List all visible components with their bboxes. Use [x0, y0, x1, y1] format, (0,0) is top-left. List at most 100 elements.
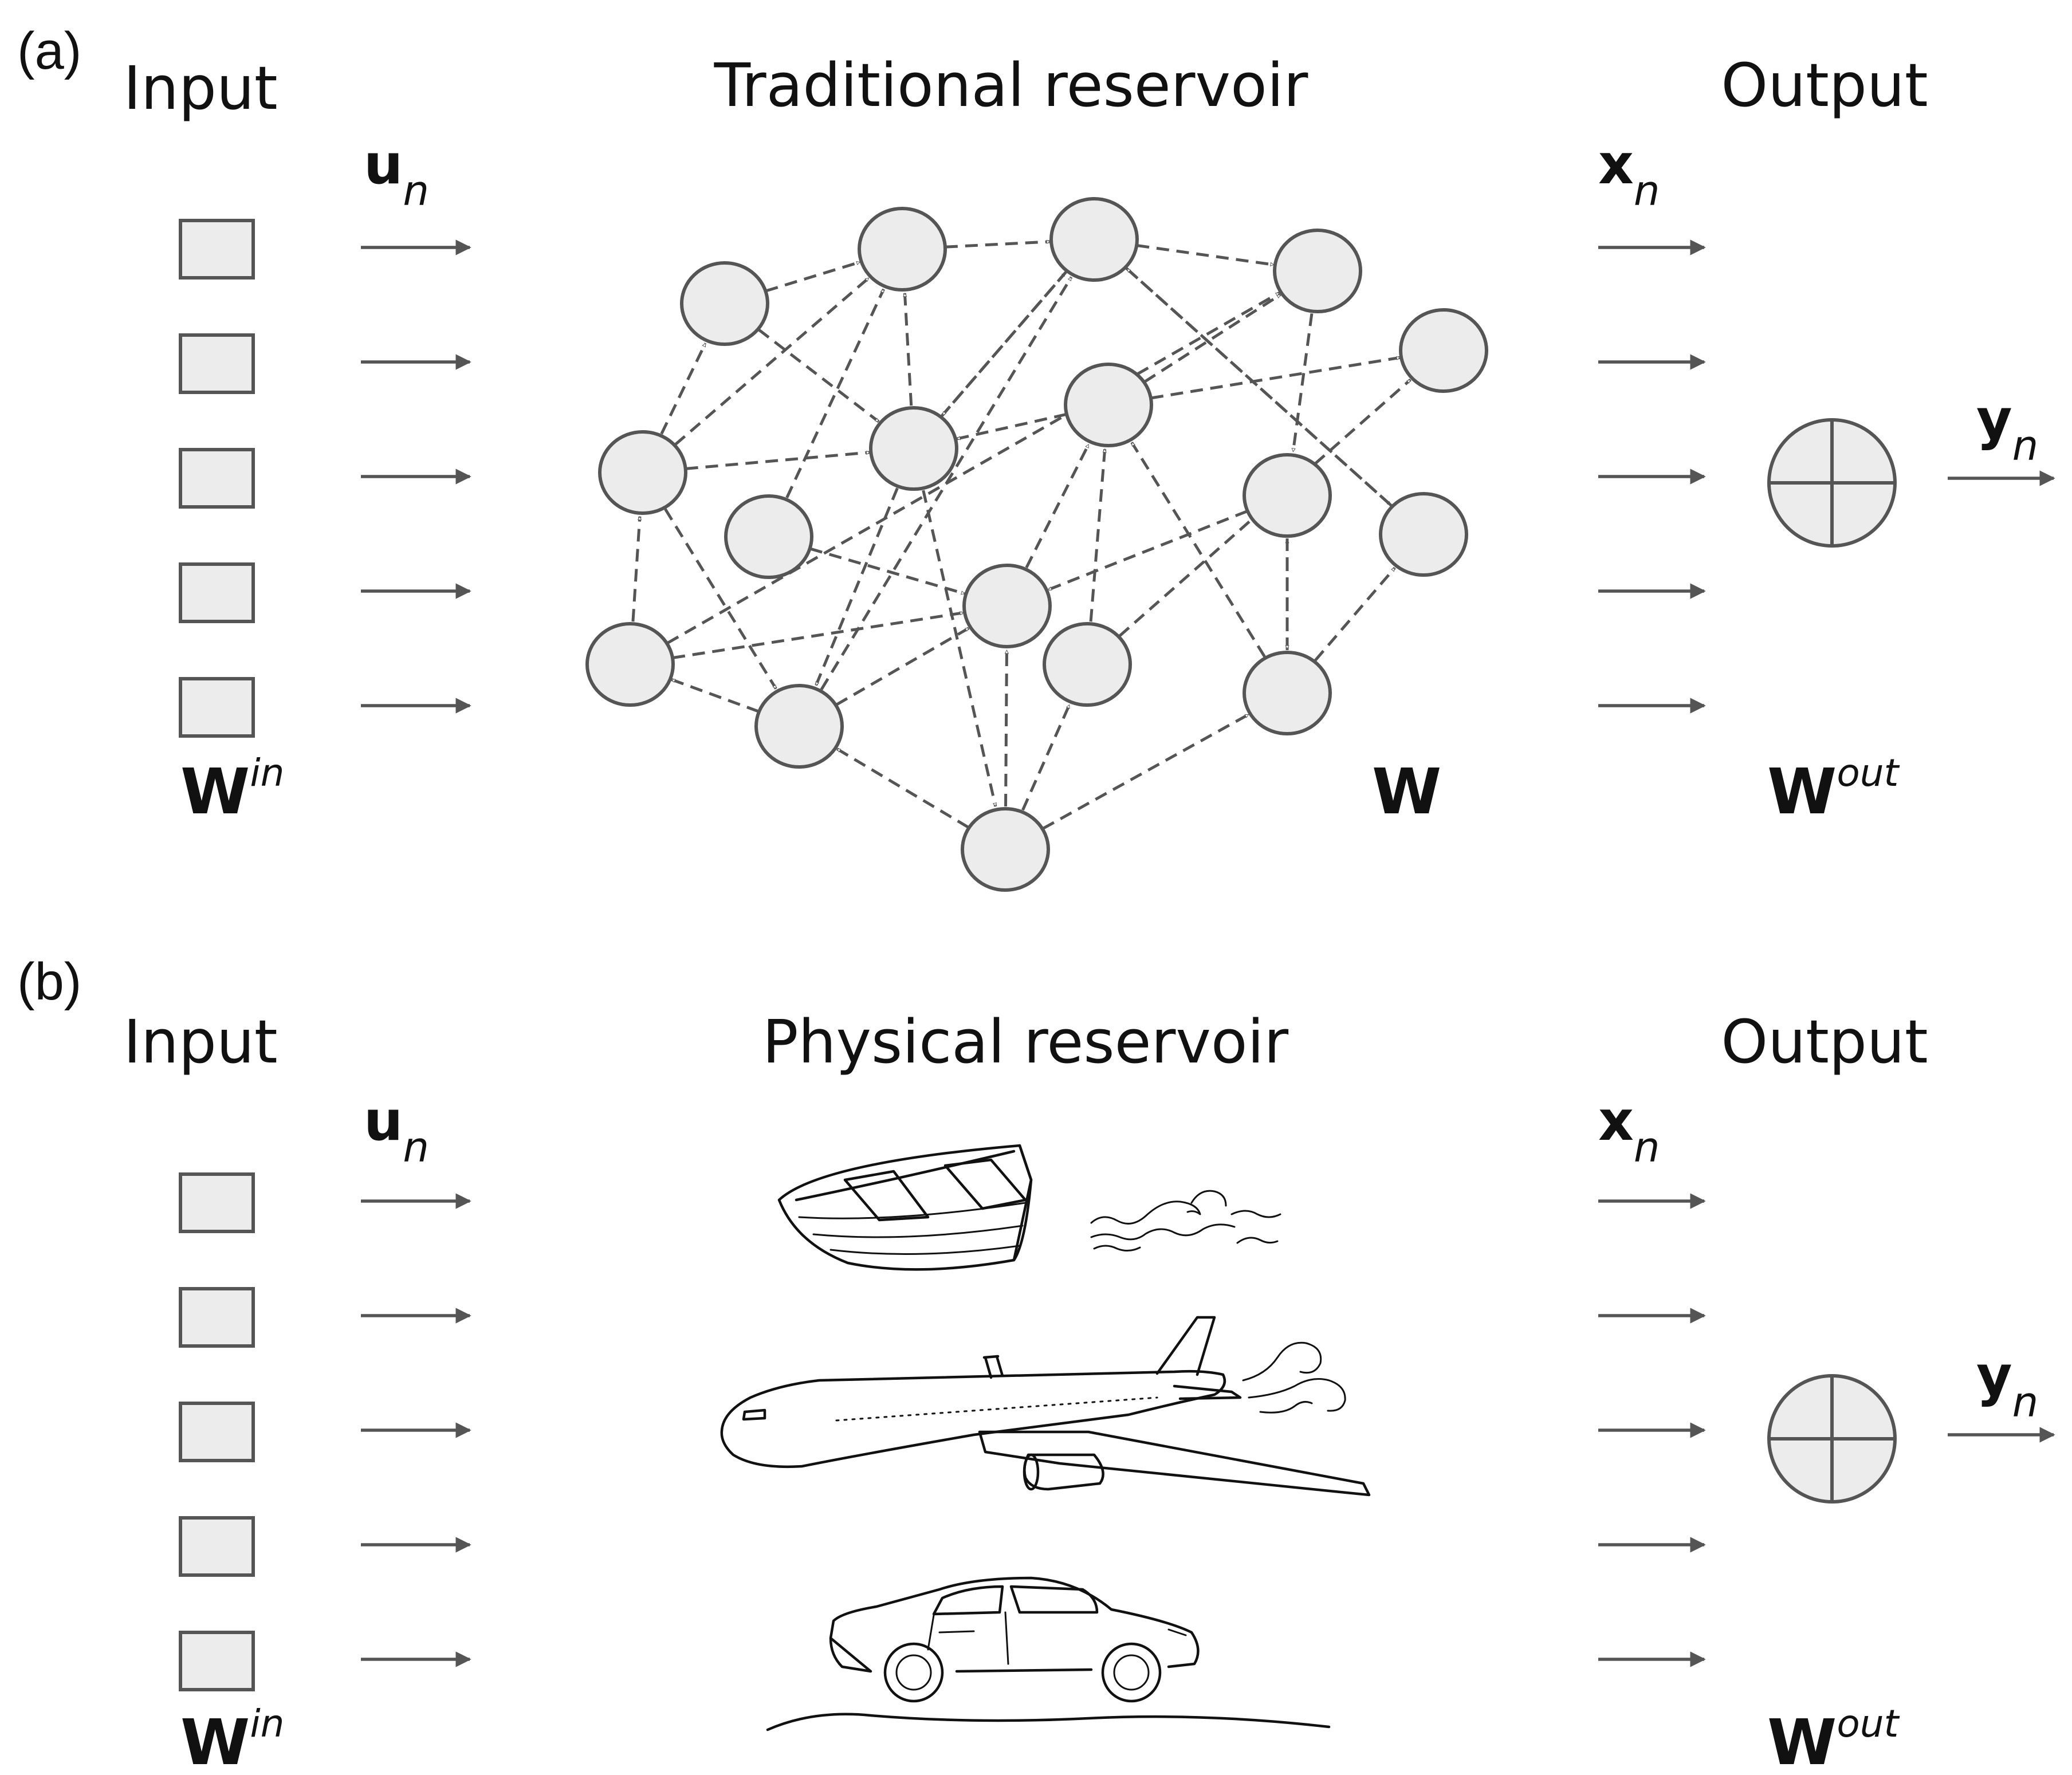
reservoir-connection	[674, 277, 870, 446]
panel-a-w-out-label: Wout	[1767, 751, 1900, 828]
reservoir-neuron	[1064, 363, 1153, 447]
reservoir-connection	[1004, 650, 1007, 807]
reservoir-neuron	[754, 684, 844, 769]
panel-a-input-units	[179, 219, 255, 738]
panel-b-w-out-label: Wout	[1767, 1702, 1900, 1775]
reservoir-connection	[922, 490, 997, 806]
panel-a-input-arrows	[361, 239, 471, 714]
wind-swirl	[1242, 1341, 1322, 1382]
panel-a: (a) Input Traditional reservoir Output u…	[17, 22, 2055, 892]
panel-b-y-label: yn	[1976, 1344, 2038, 1426]
reservoir-connection	[664, 508, 777, 690]
car-wheel-rear	[883, 1642, 944, 1703]
boat-seat	[943, 1158, 1027, 1210]
horizontal-tail	[1173, 1384, 1242, 1400]
input-unit	[179, 562, 255, 623]
car-illustration	[766, 1576, 1331, 1731]
panel-b-x-label: xn	[1598, 1089, 1660, 1171]
panel-b-summation-node	[1767, 1374, 1897, 1504]
car-headlight	[1167, 1628, 1187, 1636]
panel-b-output-arrows	[1598, 1193, 1706, 1667]
wave-line	[1090, 1223, 1236, 1241]
panel-a-output-arrows	[1598, 239, 1706, 714]
panel-a-u-label: un	[364, 132, 429, 215]
airplane-illustration	[720, 1316, 1371, 1497]
panel-b-u-label: un	[364, 1089, 429, 1171]
reservoir-connection	[1021, 704, 1071, 811]
boat-plank	[798, 1202, 1027, 1219]
wave-line	[1236, 1237, 1279, 1244]
reservoir-connection	[765, 261, 860, 293]
boat-plank	[812, 1225, 1024, 1238]
panel-a-tag: (a)	[17, 22, 81, 80]
input-unit	[179, 1402, 255, 1462]
tail-fin-top	[982, 1355, 1004, 1379]
panel-a-summation-node	[1767, 418, 1897, 548]
reservoir-connection	[836, 747, 969, 829]
panel-a-w-in-label: Win	[180, 751, 285, 828]
panel-b-output-title: Output	[1721, 1007, 1928, 1077]
panel-b-tag: (b)	[17, 953, 81, 1011]
reservoir-neurons	[585, 197, 1488, 892]
panel-b: (b) Input Physical reservoir Output un x…	[17, 953, 2055, 1775]
input-unit	[179, 1631, 255, 1691]
reservoir-connection	[685, 452, 870, 470]
panel-b-reservoir-title: Physical reservoir	[762, 1007, 1289, 1077]
reservoir-connection	[945, 242, 1050, 249]
wave-line	[1093, 1245, 1141, 1251]
reservoir-connection	[672, 613, 964, 659]
reservoir-neuron	[1273, 229, 1362, 313]
panel-a-reservoir-title: Traditional reservoir	[714, 50, 1308, 120]
reservoir-neuron	[598, 430, 687, 515]
window-row	[835, 1396, 1158, 1422]
car-window-rear	[932, 1585, 1004, 1616]
input-unit	[179, 333, 255, 394]
reservoir-connection	[809, 547, 965, 595]
wave-line	[1090, 1201, 1201, 1225]
fuselage	[720, 1369, 1226, 1469]
reservoir-neuron	[962, 564, 1052, 648]
boat-plank	[829, 1245, 1021, 1256]
boat-illustration	[777, 1144, 1281, 1271]
engine-intake	[1023, 1453, 1040, 1491]
main-wing	[978, 1430, 1371, 1497]
input-unit	[179, 1172, 255, 1233]
reservoir-neuron	[961, 807, 1050, 892]
panel-a-output-title: Output	[1721, 50, 1928, 120]
road-line	[766, 1713, 1331, 1731]
reservoir-connection	[785, 288, 885, 499]
panel-b-input-units	[179, 1172, 255, 1691]
wind-swirl	[1259, 1400, 1313, 1414]
reservoir-connection	[941, 271, 1067, 416]
panel-b-w-in-label: Win	[180, 1702, 285, 1775]
input-unit	[179, 448, 255, 509]
reservoir-neuron	[680, 261, 769, 346]
boat-seat	[843, 1170, 930, 1222]
panel-b-input-title: Input	[123, 1007, 277, 1077]
reservoir-connection	[1293, 313, 1314, 451]
reservoir-connection	[815, 487, 899, 685]
reservoir-connection	[631, 517, 640, 622]
reservoir-connection	[835, 627, 970, 706]
input-unit	[179, 1287, 255, 1348]
reservoir-connections	[631, 242, 1412, 830]
reservoir-connection	[1143, 293, 1281, 383]
input-unit	[179, 677, 255, 738]
vertical-tail	[1155, 1316, 1216, 1376]
reservoir-connection	[671, 678, 760, 713]
panel-a-x-label: xn	[1598, 132, 1660, 215]
cockpit-window	[742, 1408, 766, 1421]
reservoir-connection	[1150, 357, 1400, 400]
panel-a-w-label: W	[1372, 755, 1441, 828]
input-unit	[179, 1516, 255, 1577]
reservoir-neuron	[858, 207, 947, 292]
reservoir-connection	[666, 292, 1280, 644]
input-unit	[179, 219, 255, 280]
reservoir-connection	[757, 328, 880, 423]
reservoir-neuron	[724, 494, 813, 579]
reservoir-neuron	[1043, 622, 1132, 707]
reservoir-connection	[1118, 379, 1412, 637]
reservoir-connection	[1048, 510, 1248, 592]
reservoir-connection	[957, 412, 1067, 440]
reservoir-connection	[1025, 443, 1090, 569]
